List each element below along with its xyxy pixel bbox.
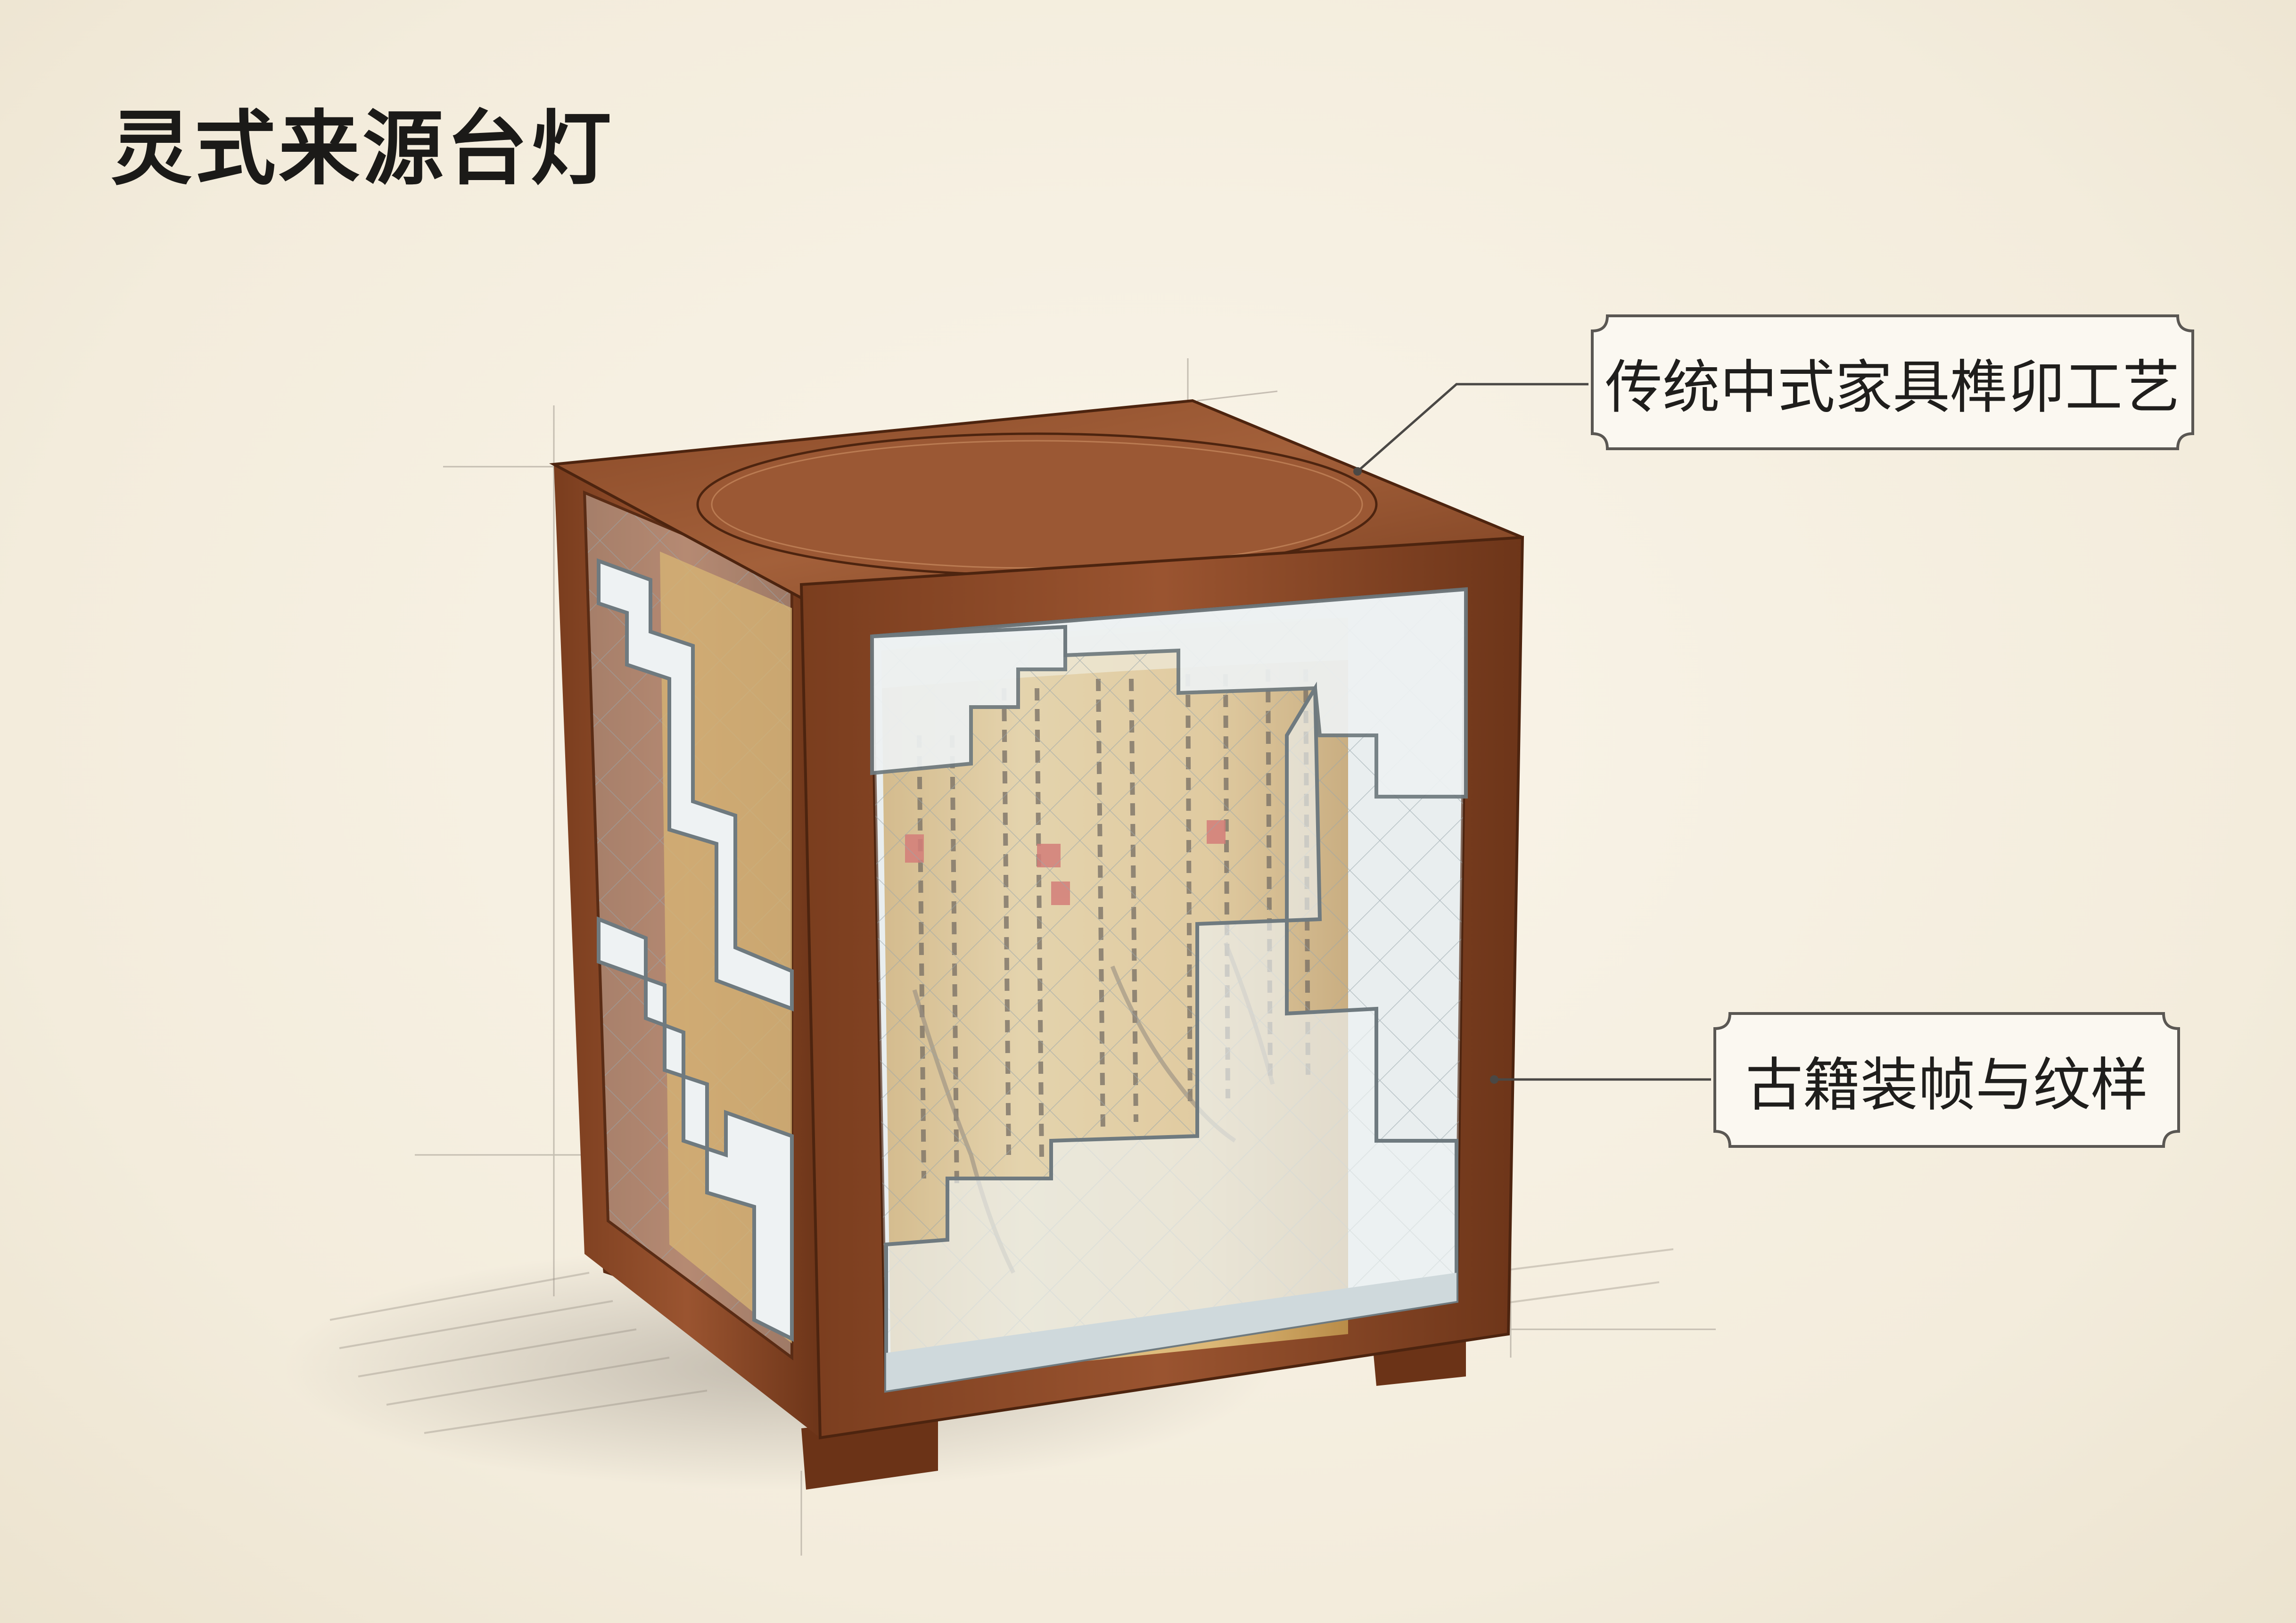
callout-frame [1713,1012,2180,1148]
leader-lines [1357,383,1711,1081]
callout-books: 古籍装帧与纹样 [1711,1010,2182,1150]
callout-frame [1591,314,2194,450]
lamp-top [549,399,1523,610]
front-panel [799,536,1524,1440]
page-title: 灵式来源台灯 [111,101,614,196]
callout-label: 传统中式家具榫卯工艺 [1605,354,2180,421]
callout-label: 古籍装帧与纹样 [1745,1051,2148,1119]
callout-joinery: 传统中式家具榫卯工艺 [1588,312,2197,453]
left-side-panel [554,464,820,1438]
